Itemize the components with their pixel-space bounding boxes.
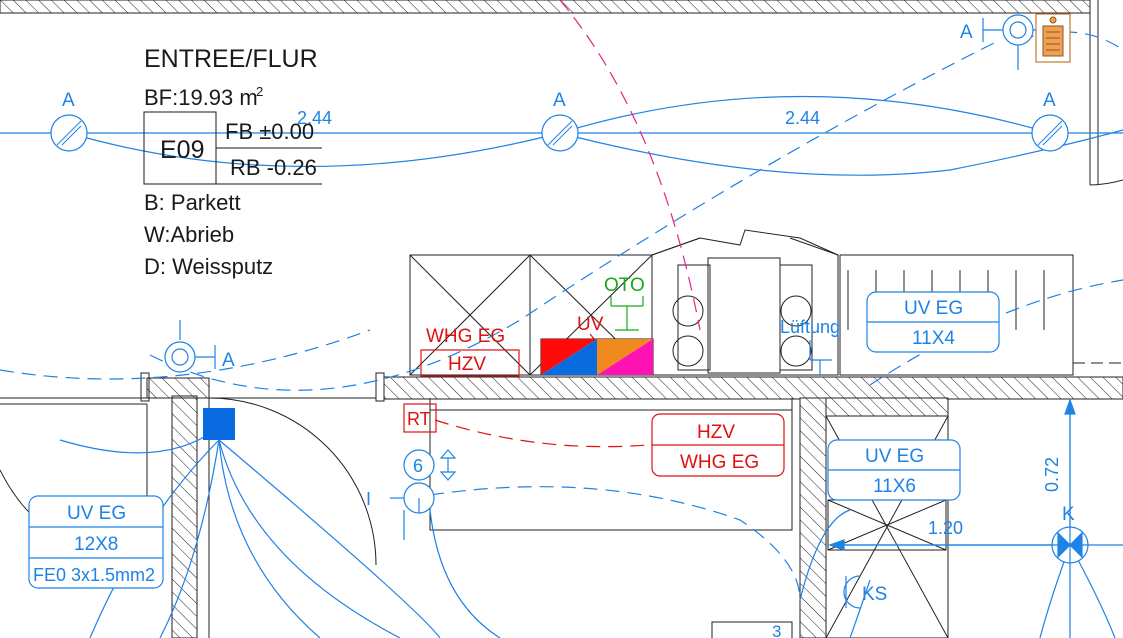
light-fixture-2: A [541,90,579,152]
hzv-box [420,349,520,377]
outlet-label-i: I [366,489,371,509]
circuit-tag-bottom: FE0 3x1.5mm2 [33,565,155,585]
dimension-width: 1.20 [928,518,963,538]
circuit-tag-bottom: 11X4 [912,328,955,349]
whg-eg-label: WHG EG [426,326,505,347]
wall-middle-left-stub [146,377,210,399]
circuit-tag-mid: 12X8 [74,534,118,555]
dimension-height: 0.72 [1042,457,1062,492]
circuit-tag-11x6: UV EG 11X6 [827,439,961,501]
wall-light-label: A [960,22,973,43]
room-finish-wall: W:Abrieb [144,222,234,247]
circuit-tag-top: UV EG [904,298,963,319]
right-structure [1072,0,1123,375]
room-number: E09 [160,136,204,164]
room-stamp: ENTREE/FLUR BF:19.93 m 2 E09 FB ±0.00 RB… [143,45,322,279]
rt-box [403,403,437,433]
wall-middle-horizontal [383,376,1123,400]
room-area-unit-sup: 2 [256,84,263,99]
room-area: BF:19.93 m [144,85,258,110]
light-fixture-label: A [553,90,566,111]
dimension-span-2: 2.44 [785,108,820,128]
luftung-icon [809,340,832,375]
circuit-tag-bottom: 11X6 [873,476,916,497]
cabinets [409,229,1123,376]
wall-shaft [825,397,949,417]
light-k-icon [1051,526,1089,564]
luftung-label: Lüftung [780,317,840,337]
room-floor-level: FB ±0.00 [225,119,314,144]
uv-label: UV [577,314,604,335]
rt-label: RT [407,409,431,429]
light-fixture-1: A [50,90,88,152]
light-fixture-label: A [62,90,75,111]
wall-center-vertical [799,397,827,638]
light-fixture-3: A [1031,90,1069,152]
wall-left-vertical [171,395,198,638]
switch-group [390,449,457,540]
light-k-label: K [1062,504,1075,525]
magenta-dashed-line [559,0,701,331]
wall-light-left-label: A [222,350,235,371]
room-finish-ceiling: D: Weissputz [144,254,273,279]
dimension-span-1: 2.44 [297,108,332,128]
circuit-tag-11x4: UV EG 11X4 [866,291,1000,353]
light-fixture-label: A [1043,90,1056,111]
room-raw-level: RB -0.26 [230,155,317,180]
oto-icon [610,296,644,331]
hzv-box-bottom-label: WHG EG [680,452,759,473]
ks-icon [843,575,861,609]
circuit-tag-12x8: UV EG 12X8 FE0 3x1.5mm2 [28,495,164,589]
hzv-label: HZV [448,354,486,375]
page-number: 3 [772,622,781,638]
room-finish-floor: B: Parkett [144,190,241,215]
ks-label: KS [862,584,887,605]
speaker-icon [1035,13,1071,63]
distribution-panel-icon [540,338,654,376]
wall-light-top-right [982,14,1038,70]
dimension-arrows [828,398,1076,551]
switch-count: 6 [413,456,423,476]
hzv-box-top-label: HZV [697,422,735,443]
wall-top [0,0,1091,14]
room-name: ENTREE/FLUR [144,45,318,73]
circuit-tag-top: UV EG [865,446,924,467]
circuit-tag-top: UV EG [67,503,126,524]
junction-box-icon [203,408,235,440]
oto-label: OTO [604,275,645,296]
wall-light-left [164,320,216,373]
